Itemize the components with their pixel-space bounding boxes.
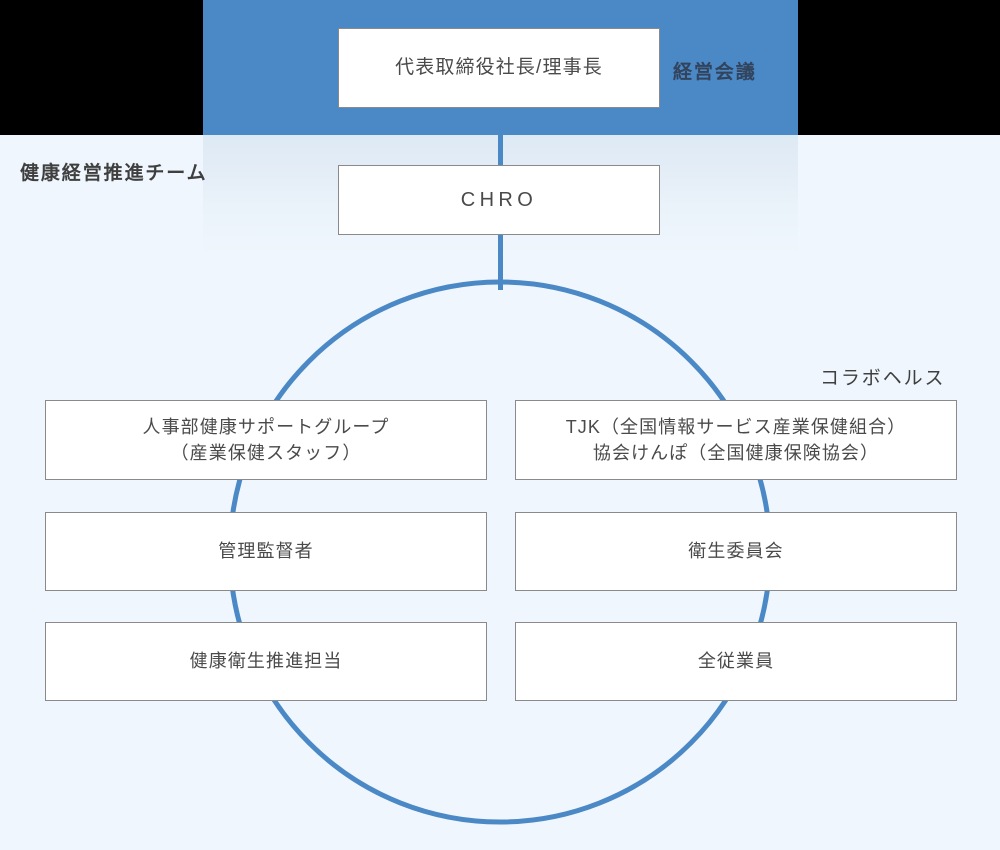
box-president[interactable]: 代表取締役社長/理事長 xyxy=(338,28,660,108)
box-hr-health-support-group[interactable]: 人事部健康サポートグループ （産業保健スタッフ） xyxy=(45,400,487,480)
box-insurance-associations-line1: TJK（全国情報サービス産業保健組合） xyxy=(565,416,907,437)
label-collabo-health: コラボヘルス xyxy=(820,368,946,389)
label-health-promotion-team: 健康経営推進チーム xyxy=(20,163,208,184)
box-hr-health-support-group-line2: （産業保健スタッフ） xyxy=(170,443,362,463)
box-hr-health-support-group-line1: 人事部健康サポートグループ xyxy=(142,416,390,437)
box-health-safety-committee[interactable]: 衛生委員会 xyxy=(515,512,957,591)
box-health-hygiene-promoter-label: 健康衛生推進担当 xyxy=(189,651,343,672)
connector-chro-to-circle xyxy=(498,232,503,290)
box-president-label: 代表取締役社長/理事長 xyxy=(395,57,603,79)
box-all-employees[interactable]: 全従業員 xyxy=(515,622,957,701)
box-managers-supervisors-label: 管理監督者 xyxy=(218,541,314,562)
box-insurance-associations-line2: 協会けんぽ（全国健康保険協会） xyxy=(592,443,880,463)
box-insurance-associations[interactable]: TJK（全国情報サービス産業保健組合） 協会けんぽ（全国健康保険協会） xyxy=(515,400,957,480)
box-all-employees-label: 全従業員 xyxy=(697,651,775,672)
box-managers-supervisors[interactable]: 管理監督者 xyxy=(45,512,487,591)
box-chro-label: CHRO xyxy=(460,188,538,211)
box-health-safety-committee-label: 衛生委員会 xyxy=(688,541,784,562)
box-health-hygiene-promoter[interactable]: 健康衛生推進担当 xyxy=(45,622,487,701)
connector-president-to-chro xyxy=(498,106,503,168)
label-management-meeting: 経営会議 xyxy=(673,62,757,83)
box-chro[interactable]: CHRO xyxy=(338,165,660,235)
